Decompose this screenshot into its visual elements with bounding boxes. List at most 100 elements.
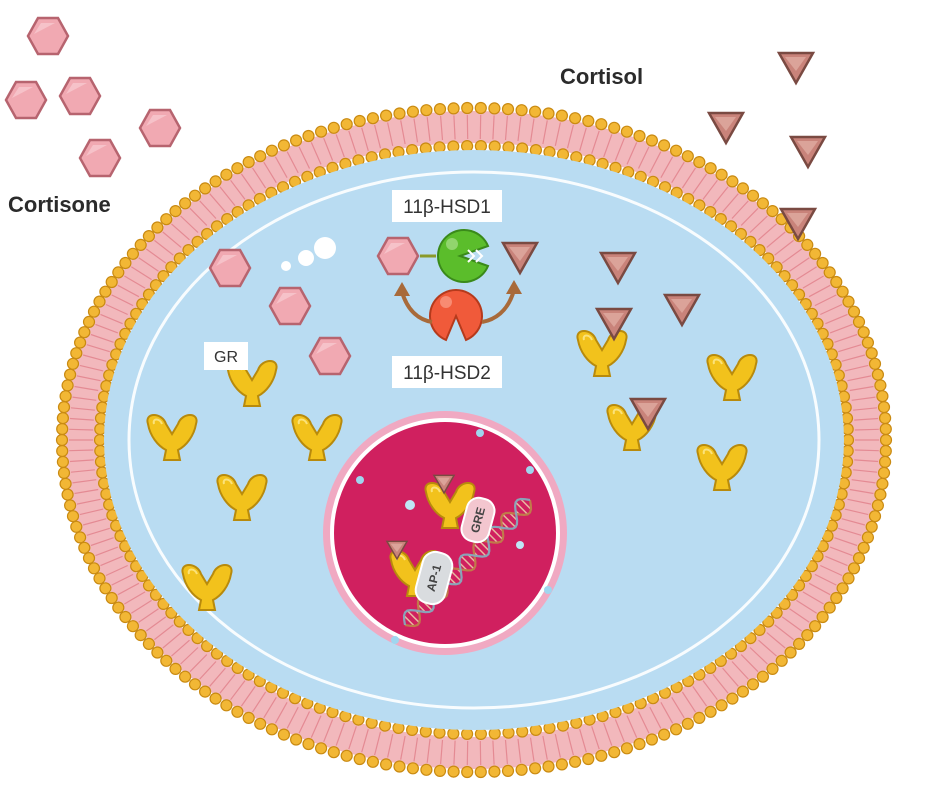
lipid-tail bbox=[504, 116, 508, 141]
lipid-tail bbox=[841, 518, 866, 526]
lipid-head bbox=[142, 230, 155, 243]
gre-tag: GRE bbox=[460, 496, 496, 544]
lipid-head bbox=[61, 488, 74, 501]
lipid-tail bbox=[69, 449, 94, 452]
lipid-tail bbox=[854, 449, 879, 452]
lipid-tail bbox=[614, 137, 625, 161]
lipid-tail bbox=[591, 726, 600, 750]
lipid-tail bbox=[323, 137, 334, 161]
lipid-head bbox=[63, 499, 77, 512]
lipid-tail bbox=[145, 616, 167, 632]
lipid-tail bbox=[138, 257, 159, 272]
lipid-head bbox=[823, 601, 836, 614]
lipid-tail bbox=[199, 661, 217, 680]
lipid-tail bbox=[374, 124, 382, 149]
lipid-head bbox=[209, 692, 222, 705]
lipid-tail bbox=[323, 719, 334, 743]
label-11b-hsd2: 11β-HSD2 bbox=[392, 356, 502, 388]
lipid-head bbox=[99, 582, 112, 595]
lipid-head bbox=[93, 295, 106, 308]
lipid-head bbox=[792, 637, 806, 651]
lipid-tail bbox=[838, 344, 862, 353]
lipid-head bbox=[56, 455, 70, 468]
cortisone-hexagon-icon bbox=[376, 236, 420, 276]
lipid-head bbox=[134, 238, 147, 251]
lipid-tail bbox=[240, 686, 256, 707]
lipid-head bbox=[582, 114, 595, 128]
lipid-head bbox=[340, 749, 353, 762]
lipid-head bbox=[515, 104, 528, 117]
lipid-head bbox=[353, 752, 366, 766]
lipid-head bbox=[173, 615, 186, 628]
lipid-tail bbox=[76, 375, 101, 382]
lipid-head bbox=[78, 541, 91, 554]
lipid-tail bbox=[440, 739, 444, 764]
enzyme-11b-hsd1-icon bbox=[420, 229, 490, 283]
lipid-tail bbox=[731, 200, 749, 219]
lipid-tail bbox=[820, 303, 843, 316]
lipid-head bbox=[340, 118, 353, 131]
lipid-tail bbox=[189, 654, 208, 673]
cortisol-triangle-icon bbox=[777, 51, 815, 85]
lipid-head bbox=[608, 121, 621, 134]
lipid-head bbox=[879, 422, 892, 436]
lipid-head bbox=[290, 134, 303, 147]
lipid-tail bbox=[554, 122, 561, 147]
lipid-head bbox=[865, 347, 878, 360]
lipid-head bbox=[179, 197, 192, 210]
lipid-tail bbox=[286, 151, 299, 174]
lipid-tail bbox=[802, 591, 824, 605]
lipid-tail bbox=[829, 546, 853, 557]
lipid-head bbox=[126, 620, 139, 633]
lipid-head bbox=[620, 125, 634, 138]
lipid-tail bbox=[637, 711, 650, 734]
lipid-tail bbox=[69, 428, 94, 431]
lipid-head bbox=[160, 213, 173, 226]
lipid-tail bbox=[740, 207, 759, 226]
lipid-tail bbox=[72, 479, 97, 484]
lipid-head bbox=[657, 728, 671, 741]
lipid-head bbox=[861, 336, 875, 349]
cortisone-hexagon-icon bbox=[78, 138, 122, 178]
lipid-tail bbox=[517, 738, 522, 763]
dna-rung bbox=[515, 501, 529, 515]
cortisone-hexagon-icon bbox=[58, 76, 102, 116]
lipid-head bbox=[515, 763, 528, 776]
lipid-head bbox=[105, 591, 118, 605]
lipid-head bbox=[353, 114, 366, 128]
lipid-head bbox=[315, 125, 328, 138]
lipid-tail bbox=[542, 735, 548, 760]
lipid-head bbox=[582, 752, 595, 766]
lipid-tail bbox=[660, 156, 674, 178]
lipid-tail bbox=[766, 632, 786, 649]
cortisone-hexagon-icon bbox=[268, 286, 312, 326]
lipid-head bbox=[669, 723, 683, 736]
lipid-tail bbox=[854, 459, 879, 463]
cortisone-hexagon-icon bbox=[26, 16, 70, 56]
lipid-tail bbox=[603, 722, 613, 746]
lipid-tail bbox=[834, 537, 858, 547]
cortisone-hexagon-icon bbox=[4, 80, 48, 120]
lipid-head bbox=[420, 763, 433, 776]
lipid-tail bbox=[829, 323, 853, 334]
cytoplasm-highlight bbox=[127, 170, 821, 710]
lipid-tail bbox=[138, 608, 159, 623]
lipid-head bbox=[209, 175, 222, 188]
lipid-tail bbox=[79, 364, 104, 372]
lipid-head bbox=[836, 582, 849, 595]
lipid-tail bbox=[774, 239, 794, 256]
lipid-tail bbox=[529, 737, 535, 762]
lipid-tail bbox=[681, 167, 697, 189]
lipid-head bbox=[447, 765, 460, 778]
lipid-head bbox=[461, 101, 474, 115]
lipid-head bbox=[87, 305, 101, 318]
lipid-tail bbox=[111, 573, 134, 586]
cortisone-hexagon-icon bbox=[308, 336, 352, 376]
cortisol-label: Cortisol bbox=[560, 64, 643, 89]
lipid-head bbox=[704, 162, 717, 175]
lipid-head bbox=[56, 444, 69, 458]
lipid-head bbox=[231, 705, 244, 718]
lipid-tail bbox=[814, 294, 837, 307]
lipid-head bbox=[406, 762, 419, 775]
lipid-head bbox=[830, 275, 843, 289]
